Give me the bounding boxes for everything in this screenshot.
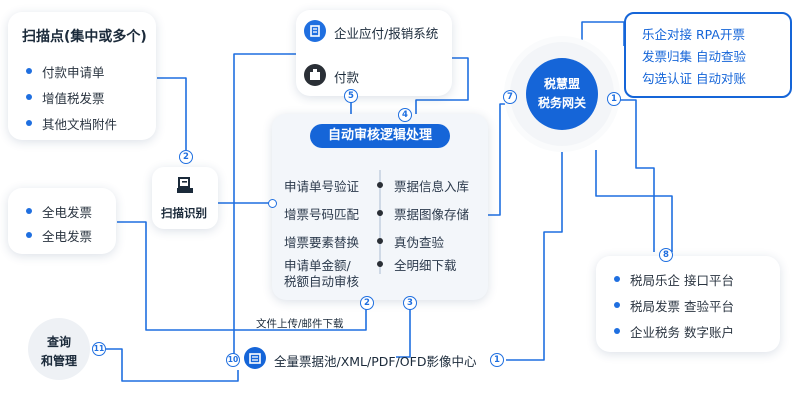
core-left-item: 增票要素替换	[284, 235, 360, 250]
payment-label: 付款	[334, 70, 360, 85]
archive-icon	[244, 347, 266, 369]
rpa-item: 发票归集 自动查验	[642, 49, 746, 64]
ap-system-label: 企业应付/报销系统	[334, 26, 439, 41]
scan-source-item: 付款申请单	[26, 62, 105, 81]
core-left-item: 增票号码匹配	[284, 207, 360, 222]
line-scan-to-recognition	[157, 77, 187, 150]
bullet-icon	[26, 68, 32, 74]
scan-recognition-label: 扫描识别	[161, 206, 207, 220]
core-right-item: 全明细下载	[394, 258, 457, 273]
rpa-item: 勾选认证 自动对账	[642, 71, 746, 86]
e-invoice-panel: 全电发票 全电发票	[8, 188, 116, 254]
rpa-item: 乐企对接 RPA开票	[642, 27, 745, 42]
gateway-label-line2: 税务网关	[537, 96, 586, 110]
core-right-item: 真伪查验	[394, 235, 445, 250]
core-left-item: 申请单号验证	[284, 179, 360, 194]
bullet-icon	[26, 232, 32, 238]
platform-item: 税局乐企 接口平台	[614, 270, 734, 289]
ap-system-icon	[304, 20, 326, 42]
line-query-to-pool	[106, 348, 239, 382]
scan-recognition-node: 扫描识别	[152, 167, 218, 229]
core-right-item: 票据图像存储	[394, 207, 470, 222]
step-marker: 8	[659, 248, 673, 262]
step-marker: 5	[344, 89, 358, 103]
line-core-to-gateway	[485, 103, 510, 216]
line-top-to-pool	[233, 53, 298, 362]
step-marker: 3	[403, 296, 417, 310]
scan-source-item: 其他文档附件	[26, 114, 117, 133]
platform-item: 税局发票 查验平台	[614, 296, 734, 315]
upload-label: 文件上传/邮件下载	[256, 318, 344, 330]
core-left-item: 税额自动审核	[284, 274, 360, 289]
rpa-services-panel: 乐企对接 RPA开票 发票归集 自动查验 勾选认证 自动对账	[624, 12, 792, 98]
e-invoice-item: 全电发票	[26, 226, 92, 245]
line-gateway-to-platforms	[614, 99, 655, 252]
core-node-dot	[377, 182, 383, 188]
bullet-icon	[26, 208, 32, 214]
bullet-icon	[26, 94, 32, 100]
tax-gateway-inner: 税慧盟 税务网关	[526, 58, 598, 130]
step-marker: 1	[607, 92, 621, 106]
line-core-to-pool	[396, 300, 411, 358]
core-divider	[379, 170, 381, 274]
query-label-line1: 查询	[46, 335, 71, 349]
step-marker: 11	[92, 342, 106, 356]
gateway-label-line1: 税慧盟	[543, 77, 580, 91]
tax-platforms-panel: 税局乐企 接口平台 税局发票 查验平台 企业税务 数字账户	[596, 256, 780, 352]
payment-icon	[304, 64, 326, 86]
scanner-icon	[177, 177, 193, 193]
line-gateway-to-rpa	[581, 21, 625, 46]
line-einvoice-to-upload	[117, 221, 367, 331]
query-management-node: 查询 和管理	[28, 318, 90, 380]
core-node-dot	[377, 210, 383, 216]
core-node-dot	[377, 238, 383, 244]
step-marker: 1	[490, 353, 504, 367]
platform-item: 企业税务 数字账户	[614, 322, 734, 341]
step-marker: 4	[398, 108, 412, 122]
bullet-icon	[26, 120, 32, 126]
line-system-right	[415, 57, 469, 114]
e-invoice-item: 全电发票	[26, 202, 92, 221]
step-marker: 10	[226, 353, 240, 367]
scan-sources-title: 扫描点(集中或多个)	[22, 29, 147, 45]
step-marker: 2	[360, 296, 374, 310]
bullet-icon	[614, 276, 620, 282]
enterprise-system-panel: 企业应付/报销系统 付款	[296, 10, 452, 96]
line-pool-to-gateway	[506, 146, 563, 361]
auto-audit-core-panel: 自动审核逻辑处理 申请单号验证 增票号码匹配 增票要素替换 申请单金额/ 税额自…	[272, 114, 488, 300]
step-marker: 7	[503, 90, 517, 104]
query-label-line2: 和管理	[40, 354, 77, 368]
step-marker: 2	[179, 150, 193, 164]
core-left-item: 申请单金额/	[284, 258, 351, 273]
scan-sources-panel: 扫描点(集中或多个) 付款申请单 增值税发票 其他文档附件	[8, 12, 156, 140]
scan-source-item: 增值税发票	[26, 88, 105, 107]
core-title-badge: 自动审核逻辑处理	[310, 124, 450, 148]
invoice-pool-label: 全量票据池/XML/PDF/OFD影像中心	[274, 354, 477, 369]
line-gateway-to-platforms-2	[595, 150, 673, 252]
bullet-icon	[614, 302, 620, 308]
core-right-item: 票据信息入库	[394, 179, 470, 194]
core-node-dot	[377, 261, 383, 267]
bullet-icon	[614, 328, 620, 334]
core-left-port	[268, 199, 277, 208]
